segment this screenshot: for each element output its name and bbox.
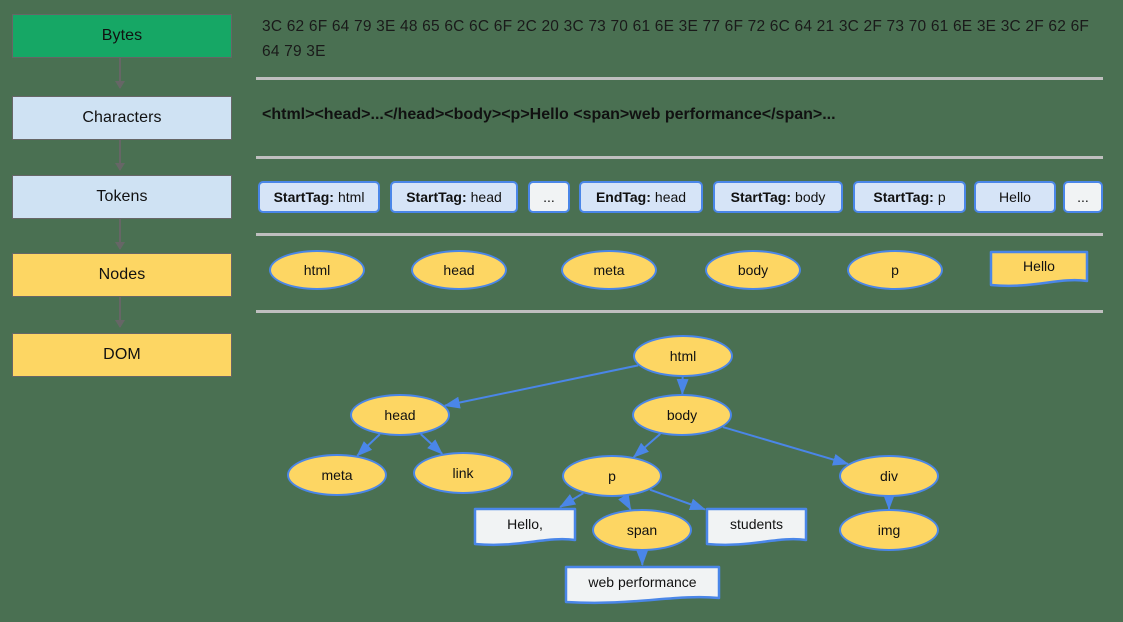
- token-value: html: [337, 189, 365, 205]
- text-node-label: web performance: [588, 574, 697, 591]
- text-node-label: Hello,: [507, 516, 543, 533]
- token-value: head: [654, 189, 687, 205]
- token-chip: Hello: [974, 181, 1056, 213]
- dom-text-node-webperf: web performance: [564, 565, 721, 607]
- stage-arrow-3: [115, 219, 125, 250]
- dom-node-div: div: [839, 455, 939, 497]
- dom-node-meta: meta: [287, 454, 387, 496]
- stage-box-dom: DOM: [12, 333, 232, 377]
- dom-node-html: html: [633, 335, 733, 377]
- dom-text-node-students: students: [705, 507, 808, 549]
- token-chip: StartTag:p: [853, 181, 966, 213]
- separator-bytes-characters: [256, 77, 1103, 80]
- tree-edge-body-to-p: [632, 433, 661, 458]
- characters-markup-text: <html><head>...</head><body><p>Hello <sp…: [262, 106, 836, 123]
- text-node-label: students: [730, 516, 783, 533]
- dom-node-img: img: [839, 509, 939, 551]
- stage-arrow-1: [115, 58, 125, 89]
- stage-label: Tokens: [96, 188, 148, 205]
- token-value: p: [937, 189, 946, 205]
- node-ellipse: p: [847, 250, 943, 290]
- stage-box-characters: Characters: [12, 96, 232, 140]
- stage-box-nodes: Nodes: [12, 253, 232, 297]
- stage-box-bytes: Bytes: [12, 14, 232, 58]
- node-ellipse: body: [705, 250, 801, 290]
- text-node-label: Hello: [1023, 258, 1055, 275]
- token-type: StartTag:: [730, 189, 792, 205]
- separator-nodes-dom: [256, 310, 1103, 313]
- token-value: Hello: [999, 189, 1031, 205]
- separator-tokens-nodes: [256, 233, 1103, 236]
- tree-edge-head-to-link: [420, 433, 443, 455]
- tree-edge-html-to-head: [443, 364, 639, 409]
- dom-node-p: p: [562, 455, 662, 497]
- token-type: StartTag:: [273, 189, 334, 205]
- dom-node-span: span: [592, 509, 692, 551]
- token-value: body: [795, 189, 826, 205]
- token-value: head: [470, 189, 502, 205]
- stage-label: DOM: [103, 346, 141, 363]
- token-type: StartTag:: [406, 189, 467, 205]
- token-chip: ...: [528, 181, 570, 213]
- token-chip: StartTag:body: [713, 181, 843, 213]
- node-ellipse: head: [411, 250, 507, 290]
- tree-edge-head-to-meta: [356, 433, 381, 457]
- dom-text-node-hello_text: Hello,: [473, 507, 577, 549]
- stage-arrow-4: [115, 297, 125, 328]
- token-type: StartTag:: [873, 189, 934, 205]
- stage-arrow-2: [115, 140, 125, 171]
- stage-label: Bytes: [101, 27, 143, 44]
- token-value: ...: [543, 189, 555, 205]
- token-chip: StartTag:head: [390, 181, 518, 213]
- node-ellipse: html: [269, 250, 365, 290]
- token-chip: EndTag:head: [579, 181, 703, 213]
- node-text-shape: Hello: [989, 250, 1089, 290]
- separator-characters-tokens: [256, 156, 1103, 159]
- dom-node-body: body: [632, 394, 732, 436]
- dom-node-head: head: [350, 394, 450, 436]
- tree-edge-body-to-div: [722, 426, 850, 466]
- stage-label: Characters: [82, 109, 162, 126]
- tree-edge-p-to-hello_text: [559, 492, 584, 508]
- tree-edge-p-to-students: [649, 488, 706, 511]
- stage-label: Nodes: [98, 266, 146, 283]
- tree-edge-p-to-span: [618, 493, 632, 511]
- token-chip: StartTag:html: [258, 181, 380, 213]
- token-chip: ...: [1063, 181, 1103, 213]
- dom-node-link: link: [413, 452, 513, 494]
- stage-box-tokens: Tokens: [12, 175, 232, 219]
- token-type: EndTag:: [595, 189, 651, 205]
- bytes-hex-text: 3C 62 6F 64 79 3E 48 65 6C 6C 6F 2C 20 3…: [262, 18, 1090, 60]
- node-ellipse: meta: [561, 250, 657, 290]
- token-value: ...: [1077, 189, 1089, 205]
